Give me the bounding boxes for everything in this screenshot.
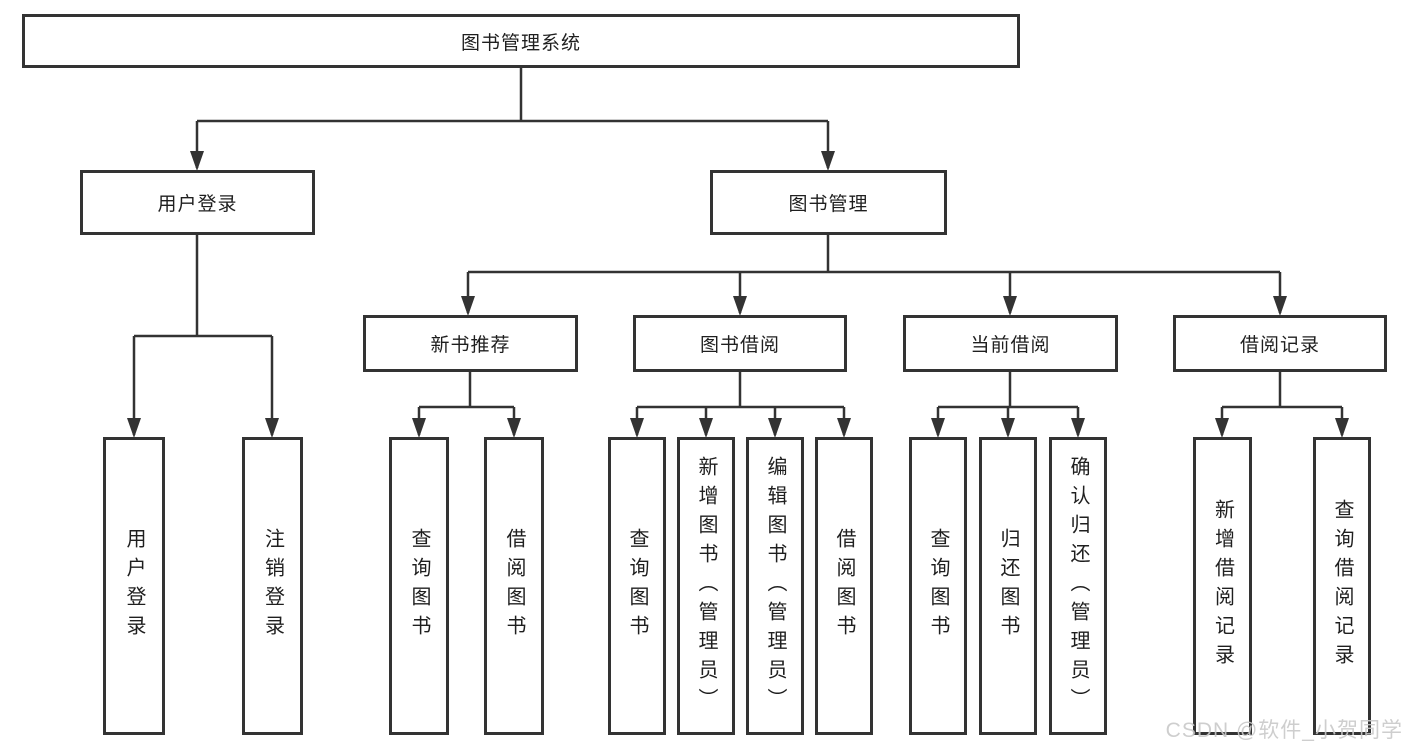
node-current-borrow: 当前借阅 (903, 315, 1118, 372)
node-cb-query-books: 查询图书 (909, 437, 967, 735)
node-br-query-record: 查询借阅记录 (1313, 437, 1371, 735)
node-br-add-record-label: 新增借阅记录 (1211, 499, 1234, 673)
node-root: 图书管理系统 (22, 14, 1020, 68)
node-bb-borrow-books-label: 借阅图书 (833, 528, 855, 644)
node-br-query-record-label: 查询借阅记录 (1331, 499, 1353, 673)
node-book-borrow-label: 图书借阅 (699, 335, 780, 356)
node-user-login: 用户登录 (80, 170, 315, 235)
node-rec-query-books-label: 查询图书 (408, 528, 430, 644)
node-cb-return-books: 归还图书 (979, 437, 1037, 735)
node-rec-borrow-books: 借阅图书 (484, 437, 544, 735)
watermark: CSDN @软件_小贺同学 (1165, 719, 1403, 742)
arrowheads (127, 151, 1349, 438)
node-new-book-rec: 新书推荐 (363, 315, 578, 372)
node-leaf-logout-label: 注销登录 (261, 528, 284, 644)
node-cb-query-books-label: 查询图书 (927, 528, 949, 644)
node-rec-query-books: 查询图书 (389, 437, 449, 735)
node-new-book-rec-label: 新书推荐 (430, 335, 511, 356)
node-book-mgmt-label: 图书管理 (788, 194, 869, 215)
node-leaf-user-login-label: 用户登录 (123, 528, 145, 644)
node-bb-query-books-label: 查询图书 (626, 528, 648, 644)
node-br-add-record: 新增借阅记录 (1193, 437, 1252, 735)
node-current-borrow-label: 当前借阅 (970, 335, 1051, 356)
node-bb-edit-books: 编辑图书（管理员） (746, 437, 804, 735)
node-bb-borrow-books: 借阅图书 (815, 437, 873, 735)
node-leaf-logout: 注销登录 (242, 437, 303, 735)
node-rec-borrow-books-label: 借阅图书 (503, 528, 525, 644)
node-bb-query-books: 查询图书 (608, 437, 666, 735)
node-leaf-user-login: 用户登录 (103, 437, 165, 735)
node-book-borrow: 图书借阅 (633, 315, 847, 372)
node-borrow-records-label: 借阅记录 (1239, 335, 1320, 356)
node-bb-add-books: 新增图书（管理员） (677, 437, 735, 735)
node-borrow-records: 借阅记录 (1173, 315, 1387, 372)
node-user-login-label: 用户登录 (157, 194, 238, 215)
node-root-label: 图书管理系统 (460, 32, 581, 54)
node-book-mgmt: 图书管理 (710, 170, 947, 235)
node-cb-confirm-return: 确认归还（管理员） (1049, 437, 1107, 735)
node-bb-edit-books-label: 编辑图书（管理员） (764, 455, 786, 717)
node-cb-confirm-return-label: 确认归还（管理员） (1067, 455, 1089, 717)
node-cb-return-books-label: 归还图书 (997, 528, 1019, 644)
node-bb-add-books-label: 新增图书（管理员） (695, 455, 717, 717)
